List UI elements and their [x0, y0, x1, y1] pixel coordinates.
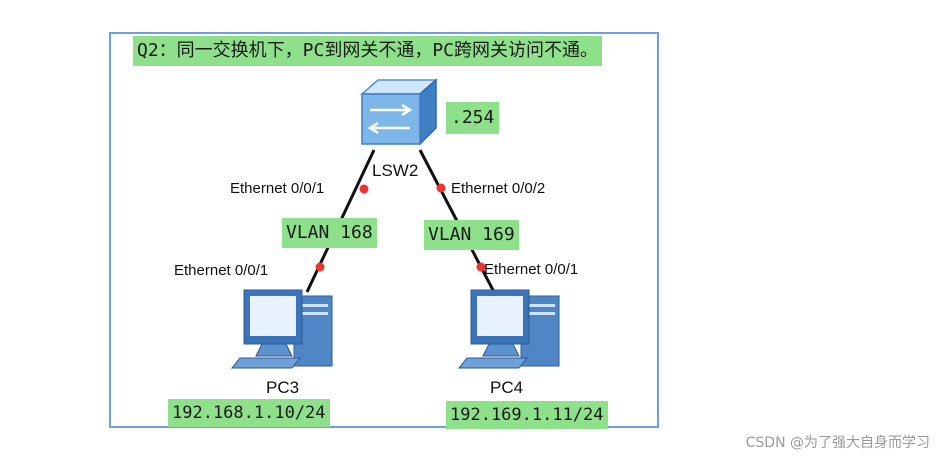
switch-icon: [360, 78, 438, 146]
pc4-port-label: Ethernet 0/0/1: [484, 261, 579, 278]
diagram-title: Q2：同一交换机下，PC到网关不通，PC跨网关访问不通。: [133, 36, 603, 66]
watermark: CSDN @为了强大自身而学习: [745, 435, 930, 451]
switch-port-label-1: Ethernet 0/0/1: [230, 180, 325, 197]
pc4-name-label: PC4: [490, 378, 524, 397]
pc3-port-label: Ethernet 0/0/1: [174, 262, 269, 279]
pc3-ip-label: 192.168.1.10/24: [168, 399, 330, 427]
vlan-label-1: VLAN 168: [282, 218, 377, 248]
port-dot-pc4-e001: [476, 262, 486, 272]
port-dot-lsw-e002: [436, 183, 446, 193]
vlan-label-2: VLAN 169: [424, 220, 519, 250]
switch-port-label-2: Ethernet 0/0/2: [451, 180, 546, 197]
pc4-ip-label: 192.169.1.11/24: [446, 401, 608, 429]
port-dot-lsw-e001: [359, 184, 369, 194]
diagram-frame: [109, 32, 659, 428]
switch-address-label: .254: [446, 102, 500, 134]
pc-icon: [230, 289, 333, 369]
pc-icon: [457, 289, 560, 369]
switch-name-label: LSW2: [372, 161, 419, 180]
port-dot-pc3-e001: [315, 262, 325, 272]
pc3-name-label: PC3: [266, 378, 300, 397]
